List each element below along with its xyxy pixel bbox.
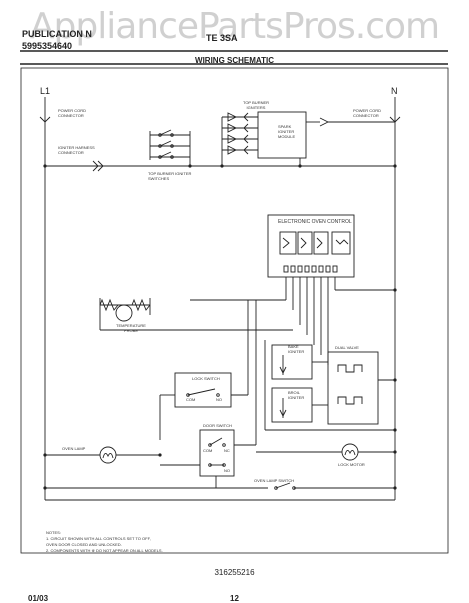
spark-module-label: SPARK IGNITER MODULE bbox=[278, 124, 296, 139]
door-switch-label: DOOR SWITCH bbox=[203, 423, 232, 428]
note-line: 1. CIRCUIT SHOWN WITH ALL CONTROLS SET T… bbox=[46, 536, 151, 541]
note-line: OVEN DOOR CLOSED AND UNLOCKED. bbox=[46, 542, 122, 547]
oven-lamp-switch-label: OVEN LAMP SWITCH bbox=[254, 478, 295, 483]
top-burner-switches-label: TOP BURNER IGNITER SWITCHES bbox=[148, 171, 192, 181]
top-burner-igniters-label: TOP BURNER IGNITERS bbox=[242, 100, 270, 110]
note-line: 2. COMPONENTS WITH ※ DO NOT APPEAR ON AL… bbox=[46, 548, 163, 553]
door-switch-com-label: COM bbox=[203, 448, 213, 453]
lock-motor-label: LOCK MOTOR bbox=[338, 462, 365, 467]
model-number: TE 3SA bbox=[206, 33, 238, 43]
footer-date: 01/03 bbox=[28, 594, 49, 603]
lock-switch-no-label: NO bbox=[216, 397, 222, 402]
bake-igniter-label: BAKE IGNITER bbox=[288, 344, 305, 354]
page-title: WIRING SCHEMATIC bbox=[195, 56, 274, 65]
door-switch-no-label: NO bbox=[224, 468, 230, 473]
door-switch-nc-label: NC bbox=[224, 448, 230, 453]
line-l1-label: L1 bbox=[40, 86, 51, 96]
watermark: AppliancePartsPros.com bbox=[29, 6, 440, 47]
power-cord-left-label: POWER CORD CONNECTOR bbox=[58, 108, 86, 118]
power-cord-right-label: POWER CORD CONNECTOR bbox=[353, 108, 381, 118]
eoc-label: ELECTRONIC OVEN CONTROL bbox=[278, 219, 352, 225]
drawing-number: 316255216 bbox=[214, 568, 255, 577]
broil-igniter-label: BROIL IGNITER bbox=[288, 390, 305, 400]
notes: NOTES: 1. CIRCUIT SHOWN WITH ALL CONTROL… bbox=[46, 530, 163, 554]
note-line: NOTES: bbox=[46, 530, 61, 535]
oven-lamp-label: OVEN LAMP bbox=[62, 446, 86, 451]
lock-switch-label: LOCK SWITCH bbox=[192, 376, 220, 381]
dual-valve-label: DUAL VALVE bbox=[335, 345, 359, 350]
lock-switch-com-label: COM bbox=[186, 397, 196, 402]
temp-probe-label: TEMPERATURE PROBE bbox=[116, 323, 146, 333]
page-number: 12 bbox=[230, 594, 239, 603]
publication-label: PUBLICATION N bbox=[22, 29, 92, 39]
publication-number: 5995354640 bbox=[22, 41, 73, 51]
line-n-label: N bbox=[391, 86, 398, 96]
igniter-harness-label: IGNITER HARNESS CONNECTOR bbox=[58, 145, 95, 155]
